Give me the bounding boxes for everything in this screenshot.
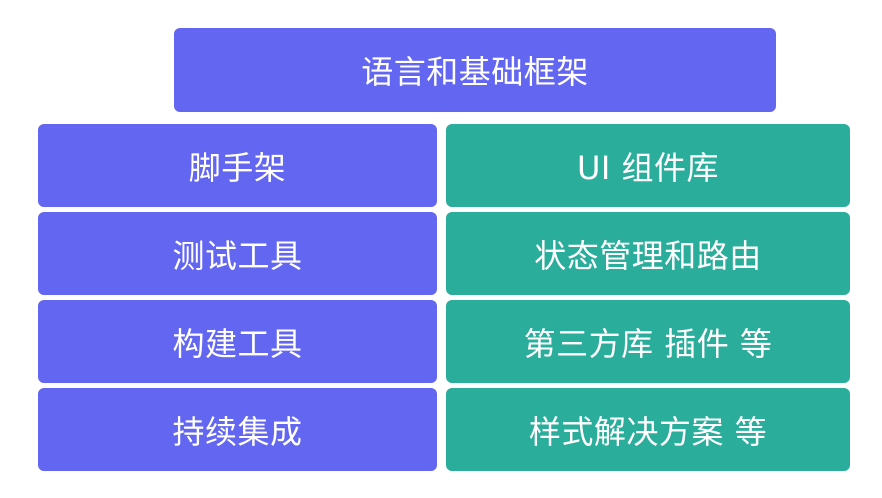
box-label: 持续集成 [172, 412, 303, 451]
scaffolding-box: 脚手架 [38, 124, 437, 207]
box-label: 第三方库 插件 等 [523, 324, 773, 363]
third-party-libraries-plugins-box: 第三方库 插件 等 [446, 300, 850, 383]
language-and-base-framework-box: 语言和基础框架 [174, 28, 776, 112]
state-management-routing-box: 状态管理和路由 [446, 212, 850, 295]
box-label: 构建工具 [172, 324, 303, 363]
build-tools-box: 构建工具 [38, 300, 437, 383]
box-label: 测试工具 [172, 236, 303, 275]
box-label: 样式解决方案 等 [528, 412, 768, 451]
testing-tools-box: 测试工具 [38, 212, 437, 295]
box-label: 状态管理和路由 [534, 236, 762, 275]
box-label: UI 组件库 [576, 148, 720, 187]
box-label: 语言和基础框架 [361, 53, 589, 91]
box-label: 脚手架 [188, 148, 287, 187]
styling-solutions-box: 样式解决方案 等 [446, 388, 850, 471]
ui-component-library-box: UI 组件库 [446, 124, 850, 207]
continuous-integration-box: 持续集成 [38, 388, 437, 471]
